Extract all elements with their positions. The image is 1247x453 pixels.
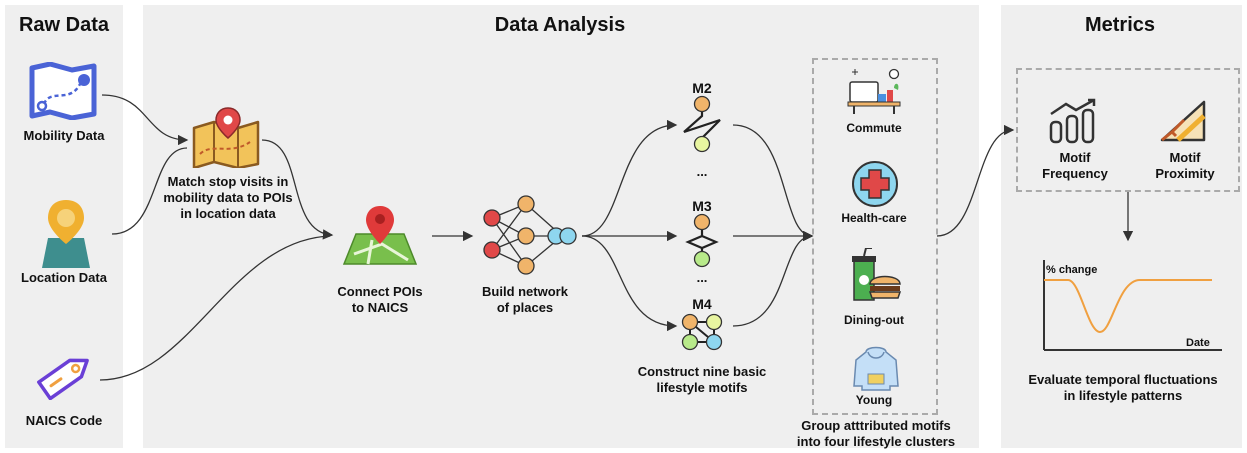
folded-map-pin-icon	[192, 107, 260, 168]
motif-frequency-label: Motif Frequency	[1042, 150, 1108, 181]
cluster-young-label: Young	[855, 393, 893, 407]
lifestyle-clusters-box	[812, 58, 938, 415]
fast-food-icon	[852, 248, 902, 301]
percent-change-chart	[1043, 260, 1222, 351]
metrics-title: Metrics	[1084, 14, 1156, 36]
metrics-panel	[1001, 5, 1242, 448]
arrow-mobility-to-match	[101, 94, 189, 146]
medical-cross-icon	[852, 161, 898, 207]
motif-proximity-label: Motif Proximity	[1155, 150, 1215, 181]
arrow-network-to-m2	[581, 119, 678, 237]
cluster-dining-label: Dining-out	[844, 313, 904, 327]
motif-m2-icon	[683, 95, 721, 153]
mobility-data-label: Mobility Data	[23, 128, 105, 143]
workspace-desk-icon	[847, 68, 901, 114]
motif-m2-label: M2	[692, 80, 712, 96]
motif-m3-label: M3	[692, 198, 712, 214]
arrow-naics-to-connect	[99, 235, 331, 381]
connect-pois-label: Connect POIs to NAICS	[337, 284, 423, 315]
cluster-commute-label: Commute	[846, 121, 902, 135]
location-person-icon	[42, 200, 90, 268]
chart-trend-line	[1044, 279, 1212, 334]
chart-y-axis-label: % change	[1046, 264, 1098, 276]
arrow-location-to-match	[111, 147, 188, 235]
arrow-match-to-connect	[261, 139, 334, 240]
data-analysis-title: Data Analysis	[494, 14, 626, 36]
raw-data-title: Raw Data	[18, 14, 110, 36]
arrow-network-to-m4	[581, 235, 678, 332]
bar-growth-icon	[1049, 98, 1096, 144]
network-graph-icon	[483, 195, 577, 275]
map-marker-icon	[342, 206, 418, 265]
metrics-box	[1016, 68, 1240, 192]
motif-m4-icon	[681, 313, 723, 351]
data-analysis-panel	[143, 5, 979, 448]
map-route-icon	[29, 62, 97, 120]
cluster-healthcare-label: Health-care	[841, 211, 907, 225]
arrow-m4-to-group	[732, 230, 814, 327]
motif-m3-icon	[685, 213, 719, 268]
naics-code-label: NAICS Code	[25, 413, 103, 428]
chart-x-axis-label: Date	[1186, 337, 1210, 349]
construct-motifs-label: Construct nine basic lifestyle motifs	[637, 364, 767, 395]
location-data-label: Location Data	[21, 270, 107, 285]
motif-m4-label: M4	[692, 296, 712, 312]
arrow-m2-to-group	[732, 124, 814, 242]
motif-ellipsis-2: ...	[696, 270, 708, 285]
build-network-label: Build network of places	[482, 284, 568, 315]
tag-icon	[37, 358, 89, 400]
match-stop-visits-label: Match stop visits in mobility data to PO…	[163, 174, 293, 221]
motif-ellipsis-1: ...	[696, 164, 708, 179]
evaluate-label: Evaluate temporal fluctuations in lifest…	[1028, 372, 1218, 403]
hoodie-icon	[853, 346, 899, 391]
ruler-triangle-icon	[1160, 100, 1206, 142]
group-motifs-label: Group atttributed motifs into four lifes…	[796, 418, 956, 449]
arrow-group-to-metrics	[936, 124, 1015, 237]
